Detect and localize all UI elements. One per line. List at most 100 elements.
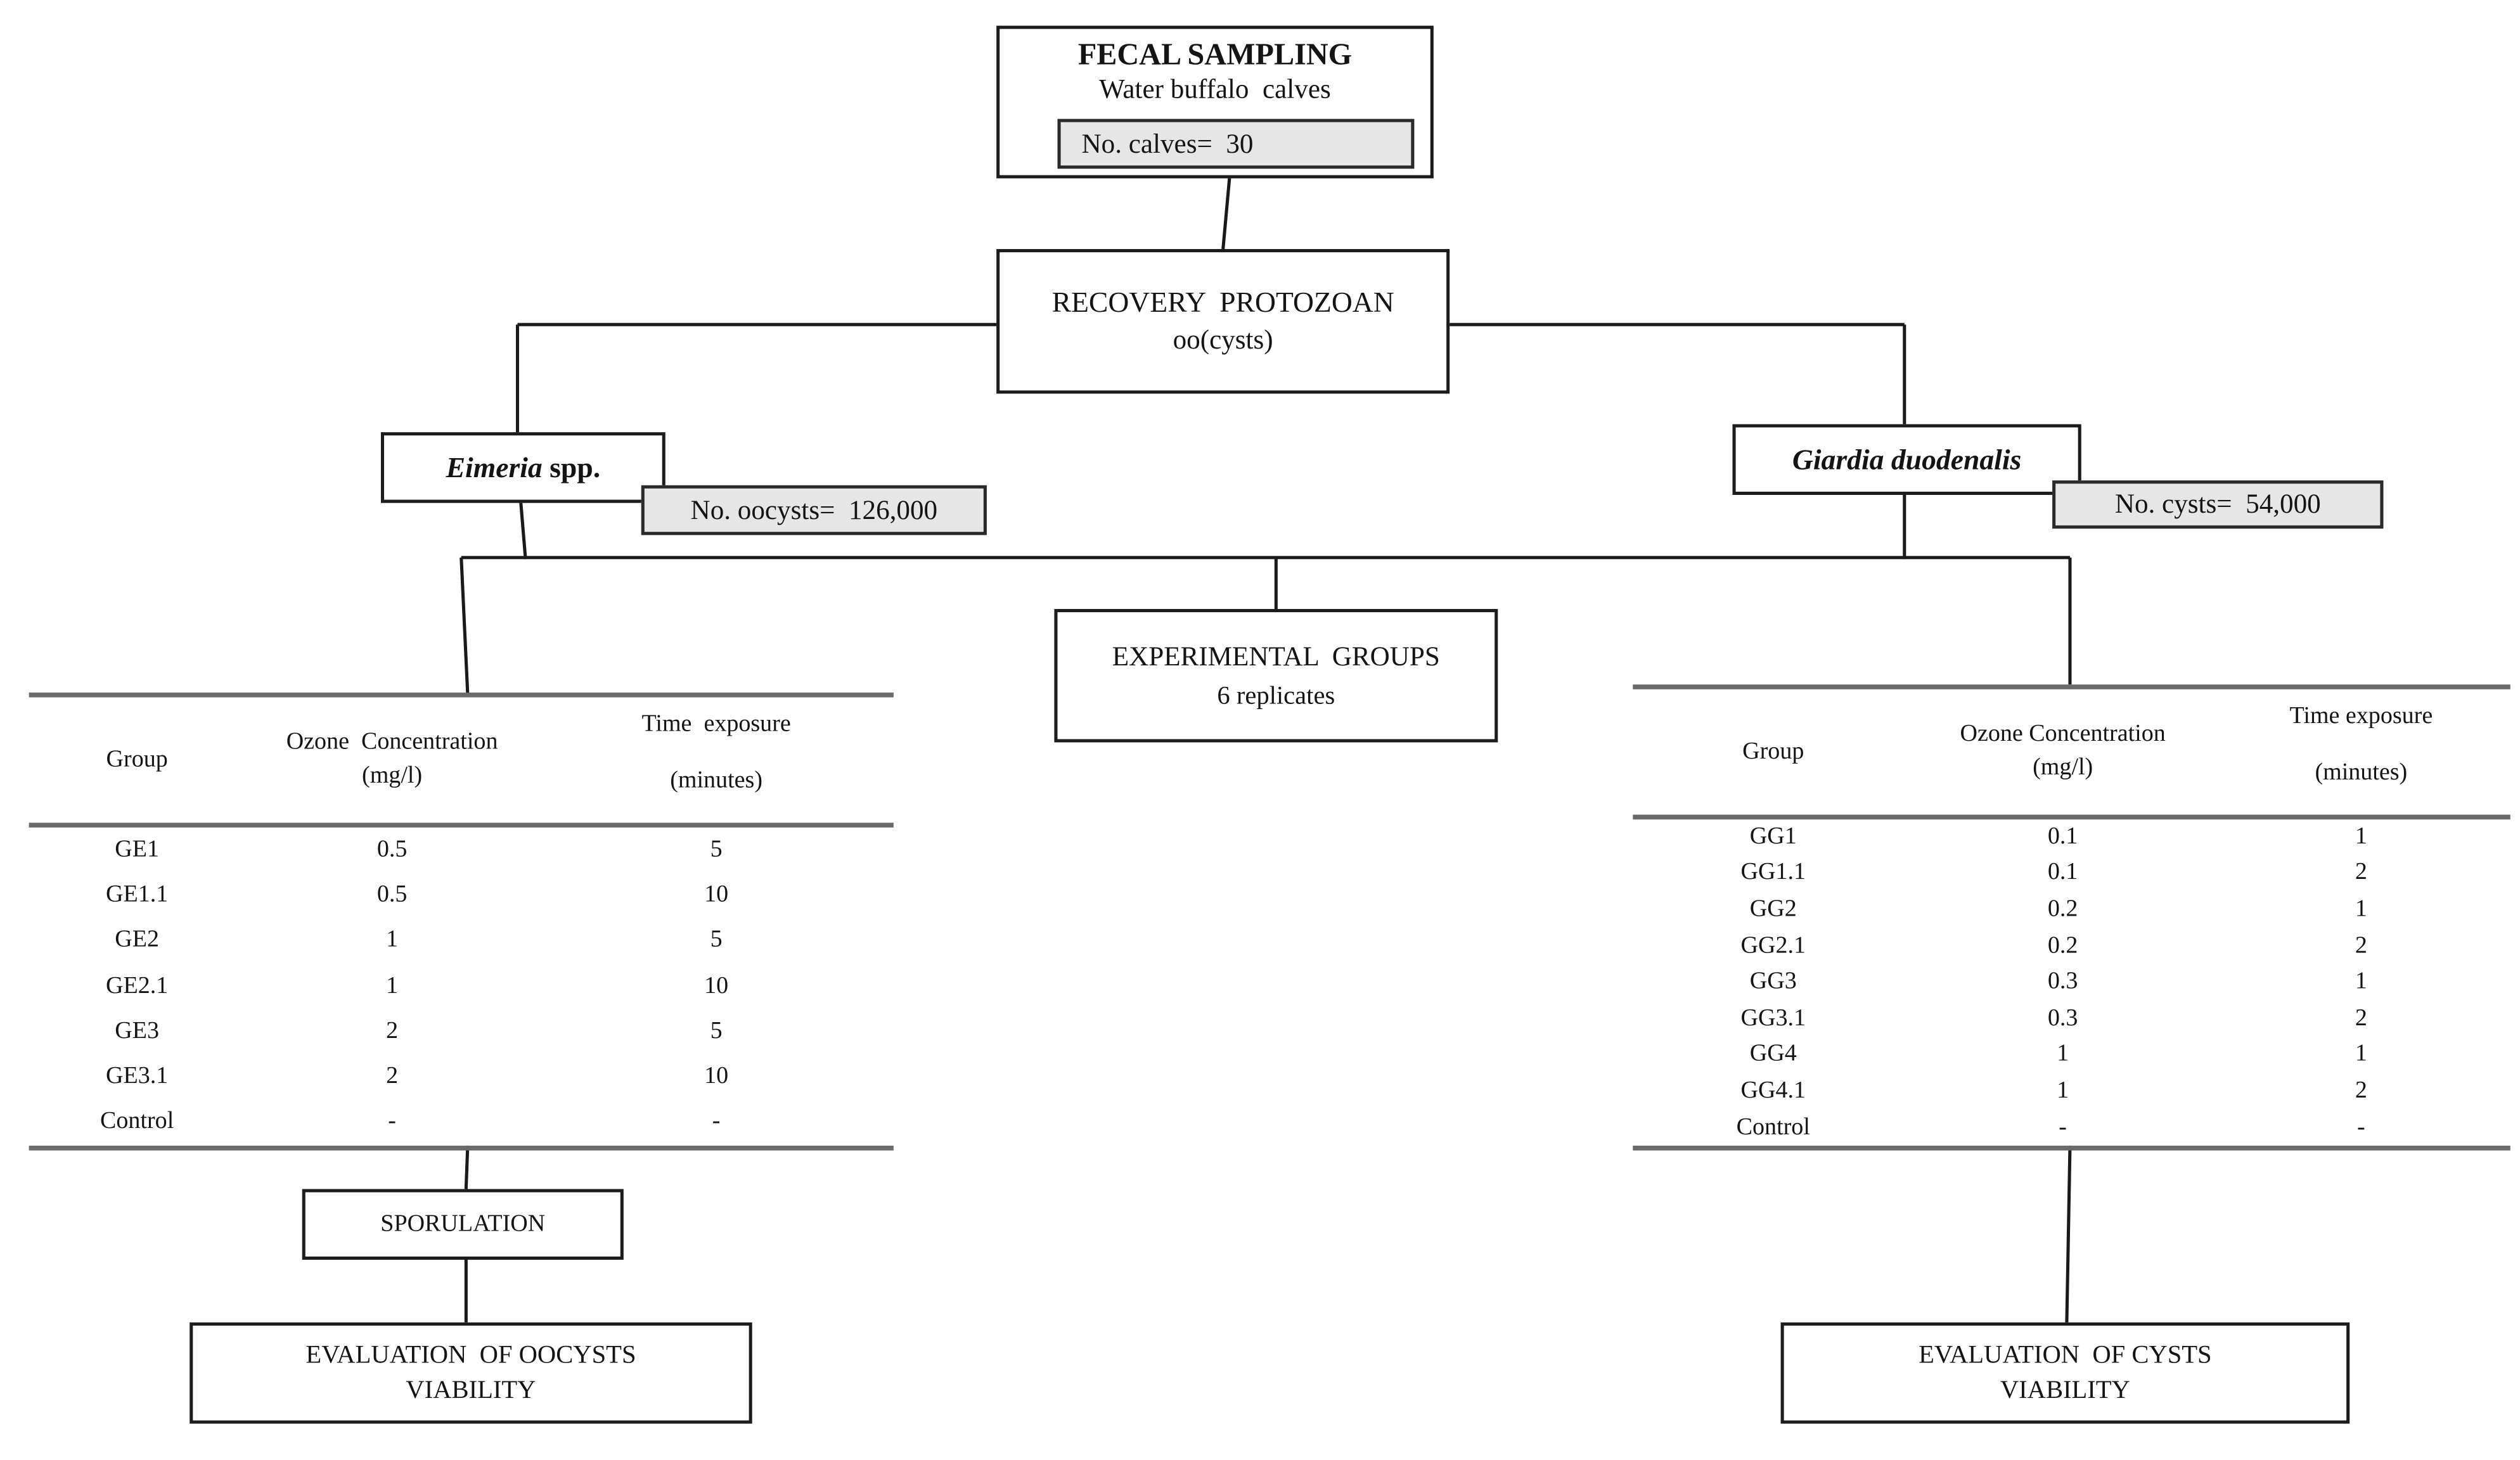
table-cell: GG1 [1749,824,1797,850]
eimeria-header-time: Time exposure (minutes) [539,684,893,823]
eimeria-header-group: Group [29,697,245,823]
table-cell: 0.1 [2047,860,2078,887]
table-cell: GG4.1 [1740,1078,1806,1104]
connector-level2-left-drop [460,557,470,695]
eimeria-box: Eimeria spp. [380,432,665,503]
header-line: Time exposure [641,712,791,738]
table-cell: 0.5 [376,881,408,908]
table-cell: - [712,1109,721,1136]
experimental-groups-line2: 6 replicates [1217,682,1335,710]
eimeria-header-ozone: Ozone Concentration (mg/l) [245,697,539,823]
table-row: GE1 0.5 5 [29,828,894,873]
evaluation-oocysts-line1: EVALUATION OF OOCYSTS [305,1341,636,1369]
recovery-protozoan-box: RECOVERY PROTOZOAN oo(cysts) [996,249,1450,394]
sporulation-box: SPORULATION [302,1189,624,1260]
table-cell: 0.5 [376,836,408,862]
eimeria-species-suffix: spp. [542,451,601,483]
table-cell: 1 [386,927,399,954]
table-cell: - [2059,1114,2067,1141]
table-cell: 2 [386,1063,399,1090]
evaluation-oocysts-line2: VIABILITY [406,1376,536,1404]
table-cell: GG3 [1749,969,1797,996]
table-cell: 5 [710,927,723,954]
table-cell: 2 [386,1018,399,1044]
giardia-species-name: Giardia duodenalis [1792,442,2022,475]
sporulation-label: SPORULATION [380,1210,546,1237]
table-cell: GE1 [115,836,160,862]
header-line: Group [1742,738,1804,764]
table-row: GE2 1 5 [29,918,894,964]
fecal-sampling-subtitle: Water buffalo calves [1099,74,1331,105]
table-cell: 0.1 [2047,824,2078,850]
table-cell: GG1.1 [1740,860,1806,887]
giardia-table-header-row: Group Ozone Concentration (mg/l) Time ex… [1633,689,2510,820]
table-cell: Control [100,1109,174,1136]
table-cell: 0.2 [2047,933,2078,959]
giardia-groups-table: Group Ozone Concentration (mg/l) Time ex… [1633,684,2510,1151]
table-cell: 5 [710,836,723,862]
eimeria-table-header-row: Group Ozone Concentration (mg/l) Time ex… [29,697,894,828]
table-cell: 2 [2355,1005,2367,1032]
connector-righttable-to-evaluation [2065,1145,2072,1322]
table-row: GE2.1 1 10 [29,964,894,1009]
table-cell: 1 [2355,896,2367,923]
experimental-groups-line1: EXPERIMENTAL GROUPS [1112,640,1440,671]
table-cell: 10 [704,1063,729,1090]
table-cell: GE2 [115,927,160,954]
evaluation-cysts-line2: VIABILITY [2000,1376,2130,1404]
table-row: GG1.1 0.1 2 [1633,855,2510,892]
table-cell: GE1.1 [106,881,169,908]
giardia-header-time: Time exposure (minutes) [2212,677,2510,815]
table-cell: - [388,1109,396,1136]
table-cell: 5 [710,1018,723,1044]
table-cell: 1 [386,973,399,999]
giardia-box: Giardia duodenalis [1732,424,2081,495]
experimental-groups-box: EXPERIMENTAL GROUPS 6 replicates [1054,609,1498,743]
table-cell: 0.3 [2047,1005,2078,1032]
table-row: GE3 2 5 [29,1009,894,1055]
table-row: GG4.1 1 2 [1633,1073,2510,1110]
recovery-protozoan-line1: RECOVERY PROTOZOAN [1051,286,1394,319]
table-row: Control-- [1633,1110,2510,1146]
table-cell: 10 [704,973,729,999]
table-cell: 1 [2057,1078,2069,1104]
table-cell: 1 [2057,1042,2069,1068]
recovery-protozoan-line2: oo(cysts) [1173,324,1273,355]
table-row: GG3.1 0.3 2 [1633,1001,2510,1037]
table-cell: GE3 [115,1018,160,1044]
table-row: GG4 1 1 [1633,1037,2510,1073]
table-row: GG3 0.3 1 [1633,964,2510,1001]
cysts-count-text: No. cysts= 54,000 [2114,488,2321,520]
giardia-header-ozone: Ozone Concentration (mg/l) [1913,689,2212,815]
table-cell: 2 [2355,1078,2367,1104]
eimeria-groups-table: Group Ozone Concentration (mg/l) Time ex… [29,692,894,1151]
oocysts-count-label: No. oocysts= 126,000 [641,485,987,535]
connector-eimeria-down [519,501,527,560]
header-line: (minutes) [2315,760,2408,786]
header-line: (minutes) [670,768,763,794]
table-row: GG1 0.1 1 [1633,819,2510,855]
table-cell: Control [1736,1114,1810,1141]
table-cell: GG3.1 [1740,1005,1806,1032]
table-cell: 0.3 [2047,969,2078,996]
table-cell: 2 [2355,860,2367,887]
header-line: (mg/l) [2033,755,2093,781]
table-cell: GE2.1 [106,973,169,999]
table-cell: 1 [2355,824,2367,850]
table-row: Control - - [29,1100,894,1146]
giardia-header-group: Group [1633,689,1913,815]
oocysts-count-text: No. oocysts= 126,000 [690,494,938,525]
calves-count-text: No. calves= 30 [1081,127,1254,158]
fecal-sampling-title: FECAL SAMPLING [1077,38,1353,73]
evaluation-cysts-box: EVALUATION OF CYSTS VIABILITY [1780,1322,2350,1424]
table-cell: 1 [2355,1042,2367,1068]
table-cell: 1 [2355,969,2367,996]
table-cell: GG4 [1749,1042,1797,1068]
evaluation-oocysts-box: EVALUATION OF OOCYSTS VIABILITY [190,1322,752,1424]
